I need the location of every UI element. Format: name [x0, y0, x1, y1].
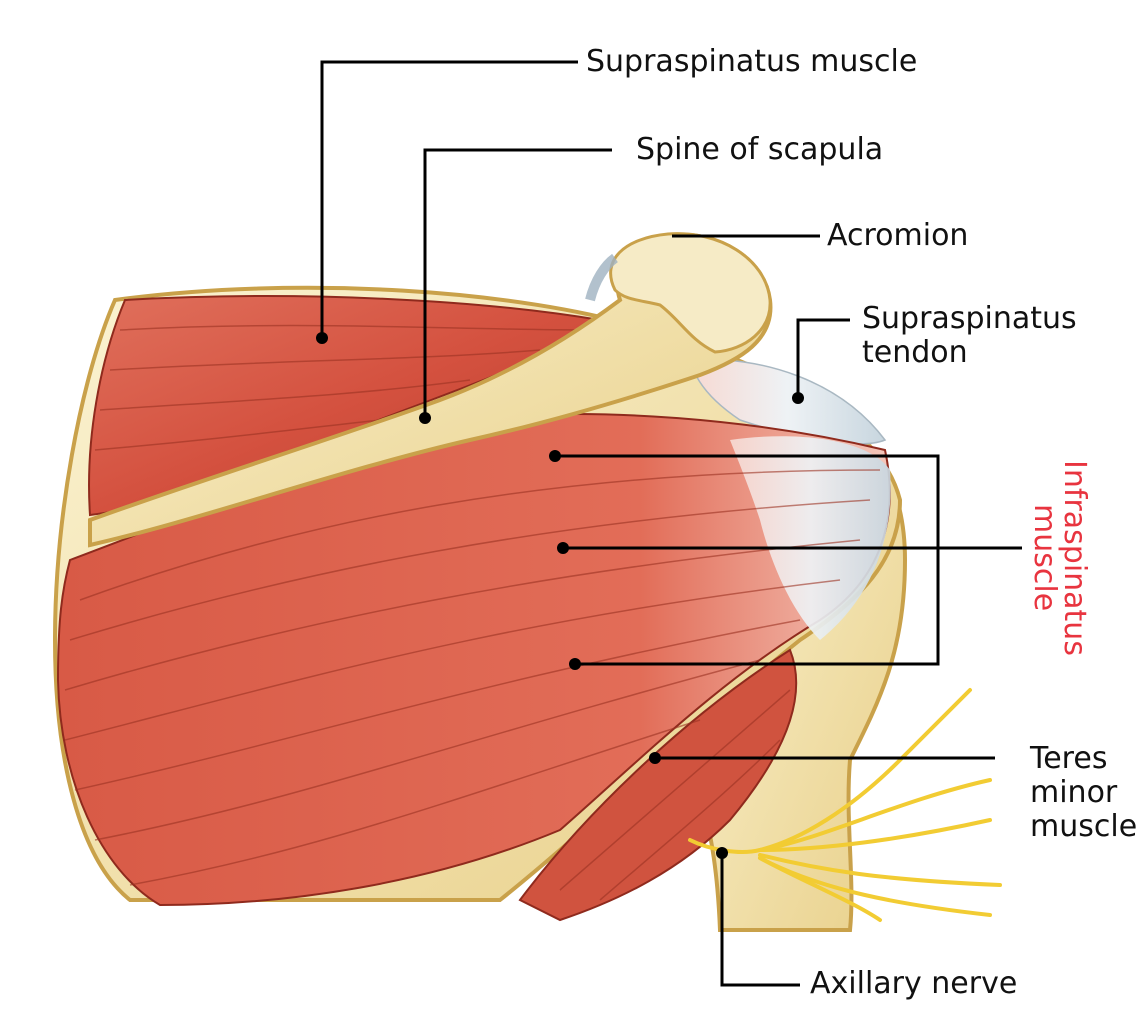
label-infraspinatus-muscle: Infraspinatus muscle — [1027, 459, 1092, 656]
dot-spine-of-scapula — [419, 412, 431, 424]
label-teres-minor-muscle: Teres minor muscle — [1030, 741, 1138, 844]
infraspinatus-tendon — [730, 436, 891, 640]
leader-supraspinatus-tendon — [796, 318, 850, 398]
label-spine-of-scapula: Spine of scapula — [636, 132, 884, 167]
dot-infraspinatus-bottom — [569, 658, 581, 670]
leader-infraspinatus-bracket — [555, 454, 940, 666]
leader-axillary-nerve — [720, 853, 800, 987]
leader-spine-of-scapula — [423, 148, 612, 418]
leader-supraspinatus-muscle — [320, 60, 578, 338]
acromion-bone — [609, 232, 772, 354]
label-supraspinatus-muscle: Supraspinatus muscle — [586, 44, 918, 79]
dot-supraspinatus-muscle — [316, 332, 328, 344]
dot-teres-minor — [649, 752, 661, 764]
dot-axillary-nerve — [716, 847, 728, 859]
teres-minor-muscle — [518, 648, 798, 922]
axillary-nerve — [688, 688, 1002, 922]
label-acromion: Acromion — [827, 218, 969, 253]
dot-infraspinatus-top — [549, 450, 561, 462]
label-axillary-nerve: Axillary nerve — [810, 966, 1018, 1001]
dot-infraspinatus-mid — [557, 542, 569, 554]
label-supraspinatus-tendon: Supraspinatus tendon — [862, 301, 1077, 370]
dot-supraspinatus-tendon — [792, 392, 804, 404]
